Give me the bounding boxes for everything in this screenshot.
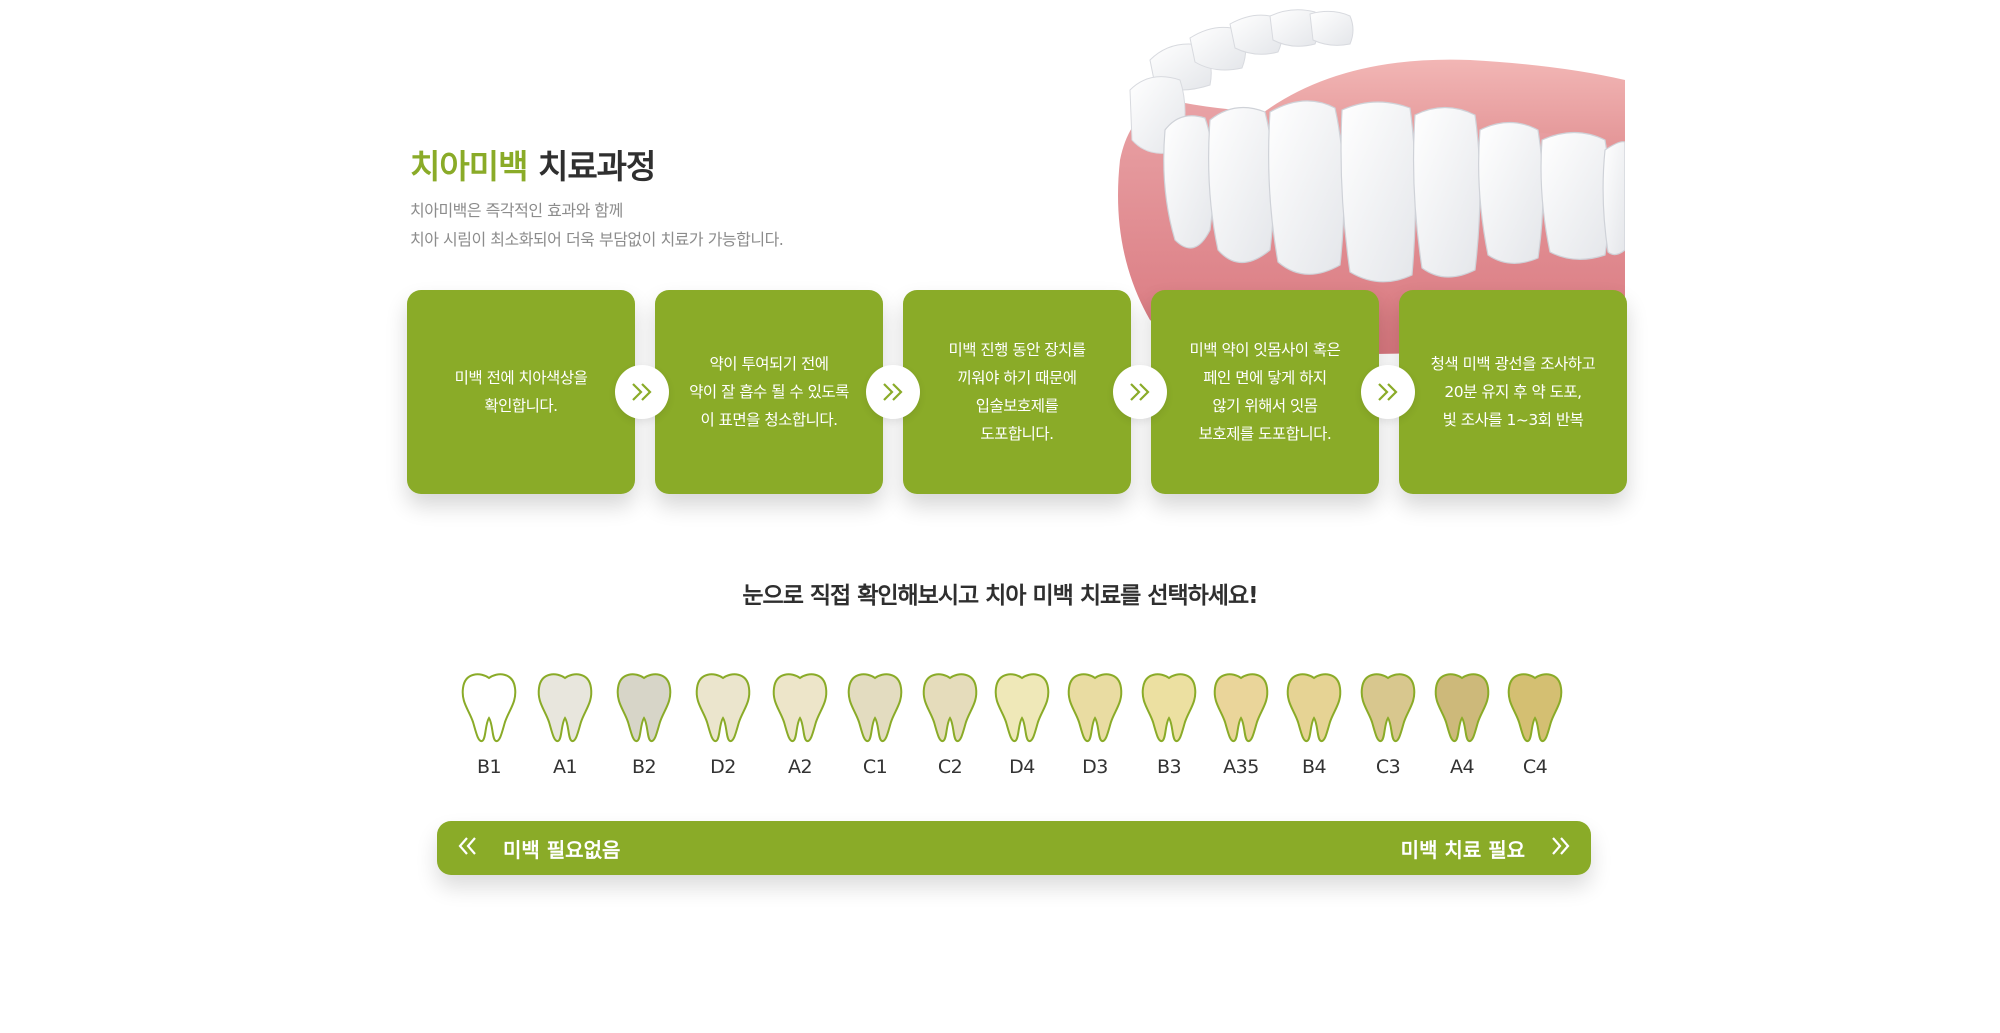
- shade-label: B2: [631, 756, 657, 778]
- shade-guide-heading: 눈으로 직접 확인해보시고 치아 미백 치료를 선택하세요!: [742, 583, 1258, 609]
- shade-label: C4: [1522, 756, 1548, 778]
- tooth-icon: [1360, 673, 1416, 742]
- description-line-1: 치아미백은 즉각적인 효과와 함께: [410, 201, 623, 220]
- shade-label: C3: [1375, 756, 1401, 778]
- shade-label: B3: [1156, 756, 1182, 778]
- tooth-icon: [1286, 673, 1342, 742]
- step-card-2: 약이 투여되기 전에 약이 잘 흡수 될 수 있도록 이 표면을 청소합니다.: [655, 290, 883, 494]
- shade-label: D3: [1082, 756, 1108, 778]
- double-chevron-left-icon: [457, 836, 477, 861]
- no-whitening-needed-label: 미백 필요없음: [503, 837, 621, 862]
- shade-tooth-5: A2: [767, 670, 833, 778]
- tooth-icon: [847, 673, 903, 742]
- tooth-icon: [537, 673, 593, 742]
- tooth-icon: [1507, 673, 1563, 742]
- shade-tooth-12: B4: [1281, 670, 1347, 778]
- shade-label: B4: [1301, 756, 1327, 778]
- shade-tooth-10: B3: [1136, 670, 1202, 778]
- page-title: 치아미백 치료과정: [410, 140, 656, 188]
- step-4-text: 미백 약이 잇몸사이 혹은 페인 면에 닿게 하지 않기 위해서 잇몸 보호제를…: [1189, 341, 1341, 443]
- shade-tooth-14: A4: [1429, 670, 1495, 778]
- shade-tooth-11: A35: [1208, 670, 1274, 778]
- step-2-text: 약이 투여되기 전에 약이 잘 흡수 될 수 있도록 이 표면을 청소합니다.: [689, 355, 849, 429]
- double-chevron-right-icon: [1361, 365, 1415, 419]
- shade-tooth-3: B2: [611, 670, 677, 778]
- whitening-scale-bar: 미백 필요없음 미백 치료 필요: [437, 821, 1591, 875]
- shade-tooth-7: C2: [917, 670, 983, 778]
- shade-label: C1: [862, 756, 888, 778]
- bar-right-group: 미백 치료 필요: [1401, 821, 1571, 875]
- tooth-icon: [1067, 673, 1123, 742]
- shade-label: A1: [552, 756, 578, 778]
- shade-tooth-13: C3: [1355, 670, 1421, 778]
- tooth-icon: [1434, 673, 1490, 742]
- tooth-icon: [1213, 673, 1269, 742]
- tooth-icon: [1141, 673, 1197, 742]
- bar-left-group: 미백 필요없음: [457, 821, 620, 875]
- shade-tooth-2: A1: [532, 670, 598, 778]
- step-card-4: 미백 약이 잇몸사이 혹은 페인 면에 닿게 하지 않기 위해서 잇몸 보호제를…: [1151, 290, 1379, 494]
- shade-label: B1: [476, 756, 502, 778]
- double-chevron-right-icon: [1113, 365, 1167, 419]
- page-title-rest: 치료과정: [537, 147, 656, 186]
- tooth-icon: [616, 673, 672, 742]
- shade-label: D2: [710, 756, 736, 778]
- step-card-5: 청색 미백 광선을 조사하고 20분 유지 후 약 도포, 빛 조사를 1~3회…: [1399, 290, 1627, 494]
- shade-tooth-15: C4: [1502, 670, 1568, 778]
- tooth-icon: [695, 673, 751, 742]
- tooth-icon: [461, 673, 517, 742]
- shade-tooth-1: B1: [456, 670, 522, 778]
- page-title-accent: 치아미백: [410, 147, 528, 186]
- double-chevron-right-icon: [1551, 836, 1571, 861]
- shade-tooth-8: D4: [989, 670, 1055, 778]
- shade-tooth-6: C1: [842, 670, 908, 778]
- double-chevron-right-icon: [866, 365, 920, 419]
- step-1-text: 미백 전에 치아색상을 확인합니다.: [454, 369, 588, 415]
- step-3-text: 미백 진행 동안 장치를 끼워야 하기 때문에 입술보호제를 도포합니다.: [948, 341, 1086, 443]
- step-card-1: 미백 전에 치아색상을 확인합니다.: [407, 290, 635, 494]
- shade-label: C2: [937, 756, 963, 778]
- shade-tooth-4: D2: [690, 670, 756, 778]
- shade-tooth-9: D3: [1062, 670, 1128, 778]
- step-card-3: 미백 진행 동안 장치를 끼워야 하기 때문에 입술보호제를 도포합니다.: [903, 290, 1131, 494]
- shade-label: A35: [1223, 756, 1259, 778]
- page-description: 치아미백은 즉각적인 효과와 함께 치아 시림이 최소화되어 더욱 부담없이 치…: [410, 196, 784, 254]
- shade-label: A2: [787, 756, 813, 778]
- description-line-2: 치아 시림이 최소화되어 더욱 부담없이 치료가 가능합니다.: [410, 230, 784, 249]
- shade-label: D4: [1009, 756, 1035, 778]
- step-5-text: 청색 미백 광선을 조사하고 20분 유지 후 약 도포, 빛 조사를 1~3회…: [1430, 355, 1596, 429]
- tooth-icon: [772, 673, 828, 742]
- shade-label: A4: [1449, 756, 1475, 778]
- double-chevron-right-icon: [615, 365, 669, 419]
- tooth-icon: [994, 673, 1050, 742]
- tooth-icon: [922, 673, 978, 742]
- whitening-needed-label: 미백 치료 필요: [1400, 837, 1525, 862]
